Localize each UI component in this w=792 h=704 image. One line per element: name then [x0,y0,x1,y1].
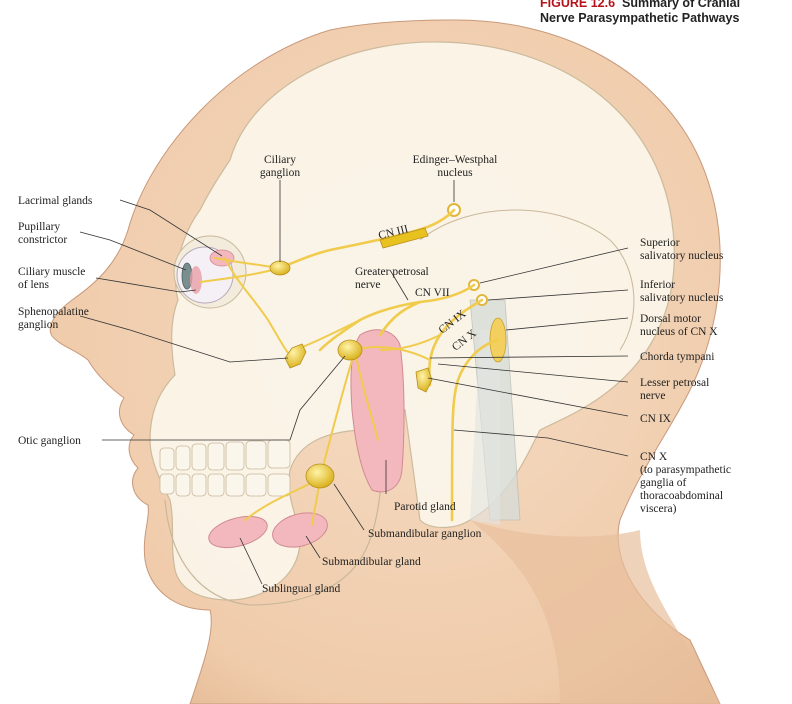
lower-teeth [159,473,291,497]
label-sublingual-gland: Sublingual gland [262,583,341,595]
label-cn7: CN VII [415,287,450,299]
label-otic-ganglion: Otic ganglion [18,435,81,447]
leader-lines [79,180,629,585]
ciliary-ganglion-shape [269,260,291,276]
figure-title-line1: Summary of Cranial [621,0,741,10]
label-lacrimal-glands: Lacrimal glands [18,195,93,207]
label-submandibular-ganglion: Submandibular ganglion [368,528,482,540]
parotid-gland [350,329,405,493]
figure-number: FIGURE 12.6 [540,0,616,10]
submandibular-gland [272,512,328,548]
cervical-spine [470,330,500,525]
ganglia [269,260,433,489]
petrous-ganglion-shape [415,367,433,393]
label-chorda-tympani: Chorda tympani [640,351,714,363]
neck-shadow [470,520,720,704]
upper-teeth [159,439,291,471]
lacrimal-gland-shape [209,249,235,267]
figure-title-line2: Nerve Parasympathetic Pathways [540,11,740,25]
label-cn10: CN X (to parasympathetic ganglia of thor… [640,451,734,515]
mandible [164,429,383,606]
label-cn9: CN IX [640,413,672,425]
skull-suture [419,209,635,351]
otic-ganglion-shape [337,339,363,361]
label-parotid-gland: Parotid gland [394,501,456,513]
ciliary-muscle [190,266,202,294]
figure-caption: FIGURE 12.6 Summary of Cranial Nerve Par… [540,0,790,26]
nerve-pathways [199,208,500,526]
sublingual-gland [208,515,268,549]
label-submandibular-gland: Submandibular gland [322,556,421,568]
submandibular-ganglion-shape [305,463,335,489]
cn3-sheath [379,227,429,249]
